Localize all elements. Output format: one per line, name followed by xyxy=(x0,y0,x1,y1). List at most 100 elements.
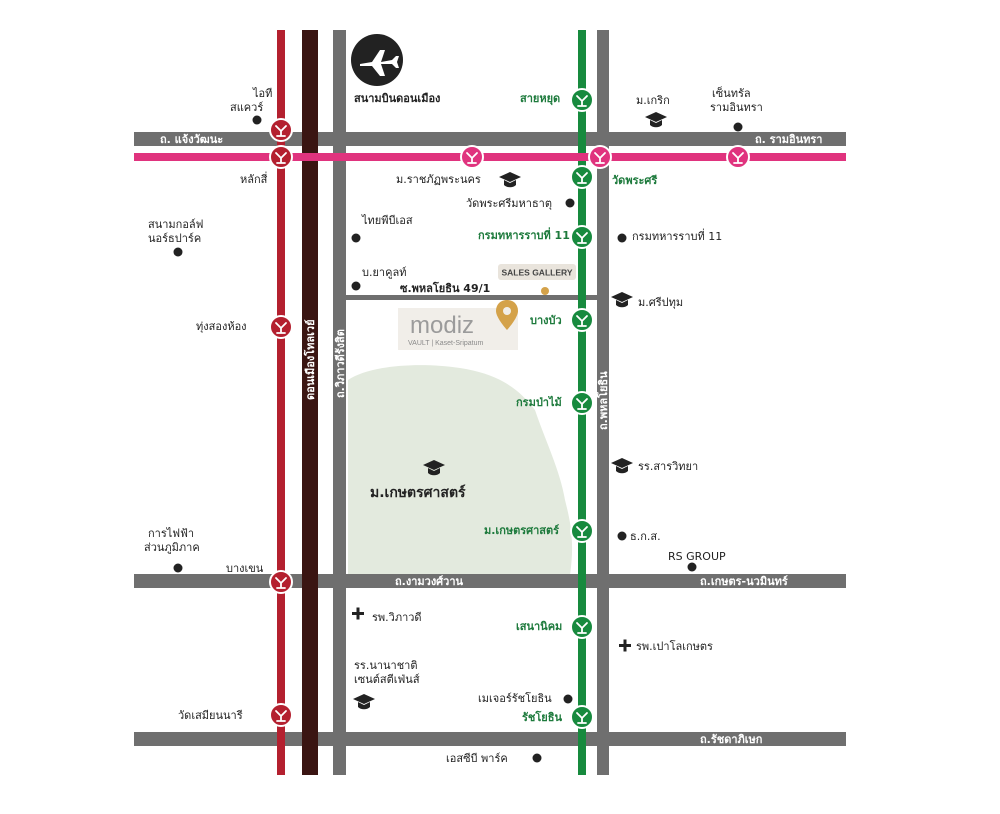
place-dot xyxy=(351,281,361,291)
station-marker-pink-2[interactable] xyxy=(588,145,612,169)
place-major-ratchayothin: เมเจอร์รัชโยธิน xyxy=(478,691,552,705)
place-thai-pbs: ไทยพีบีเอส xyxy=(361,214,413,227)
road-label-ratchadaphisek: ถ.รัชดาภิเษก xyxy=(700,733,763,746)
place-st-stephens-1: รร.นานาชาติ xyxy=(354,659,418,672)
kasetsart-park-area xyxy=(348,365,573,575)
station-marker-bang-khen[interactable] xyxy=(269,570,293,594)
train-icon xyxy=(576,232,588,244)
place-dot xyxy=(532,753,542,763)
road-chaengwattana xyxy=(134,132,846,146)
airport-label: สนามบินดอนเมือง xyxy=(354,92,440,105)
place-rs-group: RS GROUP xyxy=(668,550,726,563)
line-red xyxy=(277,30,285,775)
station-marker-infantry11[interactable] xyxy=(570,225,594,249)
station-marker-pink-3[interactable] xyxy=(726,145,750,169)
train-icon xyxy=(576,172,588,184)
place-dot xyxy=(733,122,743,132)
location-pin-icon xyxy=(496,300,518,330)
station-label-bang-khen: บางเขน xyxy=(226,562,264,575)
station-label-ratchayothin: รัชโยธิน xyxy=(522,710,562,724)
place-sripatum: ม.ศรีปทุม xyxy=(638,296,683,309)
project-logo[interactable]: modiz VAULT | Kaset-Sripatum xyxy=(398,300,518,350)
station-marker-wat-samian-nari[interactable] xyxy=(269,703,293,727)
train-icon xyxy=(275,577,287,589)
place-st-stephens-2: เซนต์สตีเฟ่นส์ xyxy=(354,673,420,686)
station-marker-saphan-mai[interactable] xyxy=(570,88,594,112)
place-central-2: รามอินทรา xyxy=(710,101,763,114)
graduation-cap-icon xyxy=(611,458,633,474)
road-vibhavadi xyxy=(333,30,346,775)
station-marker-lak-si[interactable] xyxy=(269,145,293,169)
road-label-vibhavadi: ถ.วิภาวดีรังสิต xyxy=(334,329,347,398)
place-central-1: เซ็นทรัล xyxy=(712,86,751,100)
train-icon xyxy=(576,712,588,724)
place-dot xyxy=(563,694,573,704)
train-icon xyxy=(732,152,744,164)
place-dot xyxy=(252,115,262,125)
station-label-infantry11: กรมทหารราบที่ 11 xyxy=(478,227,570,242)
station-label-royal-forest: กรมป่าไม้ xyxy=(516,395,562,409)
place-bangkok-u: ม.เกริก xyxy=(636,94,670,107)
station-label-kasetsart-u: ม.เกษตรศาสตร์ xyxy=(484,524,559,537)
train-icon xyxy=(466,152,478,164)
road-label-chaengwattana: ถ. แจ้งวัฒนะ xyxy=(160,133,223,146)
train-icon xyxy=(576,315,588,327)
place-dot xyxy=(687,562,697,572)
place-it-square-1: ไอที xyxy=(252,87,272,100)
road-label-ngamwongwan: ถ.งามวงศ์วาน xyxy=(395,575,464,588)
train-icon xyxy=(275,710,287,722)
place-sc-park: เอสซีบี พาร์ค xyxy=(446,752,508,765)
train-icon xyxy=(576,95,588,107)
graduation-cap-icon xyxy=(353,694,375,710)
station-label-lak-si: หลักสี่ xyxy=(240,171,268,186)
hospital-cross-icon xyxy=(619,639,631,652)
train-icon xyxy=(576,622,588,634)
place-vibhavadi-hospital: รพ.วิภาวดี xyxy=(372,611,422,624)
station-label-saphan-mai: สายหยุด xyxy=(520,92,560,106)
road-label-kaset-nawamin: ถ.เกษตร-นวมินทร์ xyxy=(700,575,788,588)
project-logo-text: modiz xyxy=(410,312,474,339)
station-marker-sena-nikhom[interactable] xyxy=(570,615,594,639)
train-icon xyxy=(275,152,287,164)
place-wat-phra-sri-mahathat: วัดพระศรีมหาธาตุ xyxy=(466,197,552,210)
graduation-cap-icon xyxy=(611,292,633,308)
place-pea-1: การไฟฟ้า xyxy=(148,527,194,540)
station-label-bang-bua: บางบัว xyxy=(530,314,562,327)
airplane-icon xyxy=(351,34,403,86)
sales-gallery-label: SALES GALLERY xyxy=(502,268,573,278)
train-icon xyxy=(576,526,588,538)
line-pink xyxy=(134,153,846,161)
station-label-wat-samian-nari: วัดเสมียนนารี xyxy=(178,709,243,722)
road-label-tollway: ดอนเมืองโทลเวย์ xyxy=(303,319,317,400)
graduation-cap-icon xyxy=(499,172,521,188)
train-icon xyxy=(576,398,588,410)
station-marker-royal-forest[interactable] xyxy=(570,391,594,415)
station-marker-ratchayothin[interactable] xyxy=(570,705,594,729)
place-golf-2: นอร์ธปาร์ค xyxy=(148,232,201,245)
station-marker-bang-bua[interactable] xyxy=(570,308,594,332)
station-marker-wat-phra-sri[interactable] xyxy=(570,165,594,189)
project-subtitle: VAULT | Kaset-Sripatum xyxy=(408,340,484,347)
station-label-sena-nikhom: เสนานิคม xyxy=(516,620,562,633)
place-dot xyxy=(617,233,627,243)
place-golf-1: สนามกอล์ฟ xyxy=(148,218,203,231)
place-infantry11: กรมทหารราบที่ 11 xyxy=(632,228,722,243)
place-sarawittaya: รร.สารวิทยา xyxy=(638,460,698,473)
station-marker-pink-1[interactable] xyxy=(460,145,484,169)
road-label-ramintra: ถ. รามอินทรา xyxy=(755,133,822,146)
line-donmueang-tollway xyxy=(302,30,318,775)
station-marker-lak-si-top[interactable] xyxy=(269,118,293,142)
station-marker-thung-song-hong[interactable] xyxy=(269,315,293,339)
place-dot xyxy=(617,531,627,541)
place-it-square-2: สแควร์ xyxy=(230,101,263,114)
place-paolo-kaset: รพ.เปาโลเกษตร xyxy=(636,639,713,653)
sales-gallery-badge[interactable]: SALES GALLERY xyxy=(498,264,576,280)
place-dot xyxy=(565,198,575,208)
place-rajabhat: ม.ราชภัฏพระนคร xyxy=(396,173,481,186)
place-yakult: บ.ยาคูลท์ xyxy=(362,266,406,279)
station-marker-kasetsart-u[interactable] xyxy=(570,519,594,543)
road-phahonyothin xyxy=(597,30,609,775)
train-icon xyxy=(275,322,287,334)
place-dot xyxy=(173,563,183,573)
